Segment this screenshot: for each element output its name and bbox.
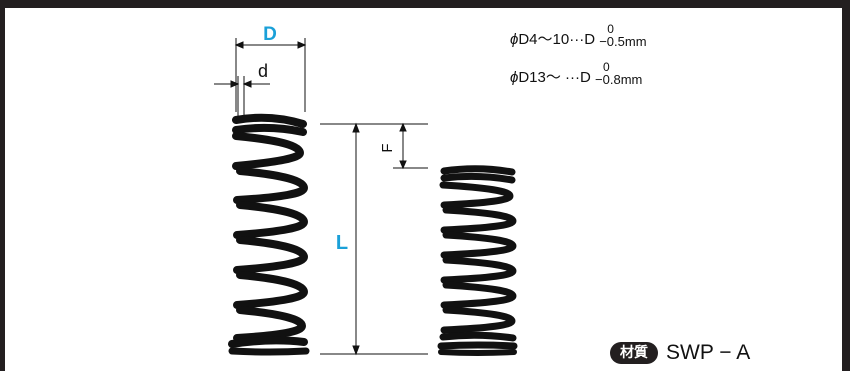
tolerance-range: D13〜 ···D — [518, 69, 591, 86]
compressed-spring — [437, 165, 518, 356]
tolerance-note-1: ϕD4〜10···D 0 −0.5mm — [510, 22, 647, 50]
tolerance-range: D4〜10···D — [518, 31, 596, 48]
deflection-dimension — [393, 122, 428, 170]
lower-limit: −0.5mm — [599, 34, 647, 50]
material-badge: 材質 — [610, 342, 658, 364]
free-spring — [228, 113, 310, 356]
tolerance-limits: 0 −0.5mm — [599, 22, 646, 50]
deflection-label: F — [379, 143, 396, 152]
tolerance-limits: 0 −0.8mm — [595, 60, 642, 88]
wire-diameter-dimension — [214, 76, 270, 116]
phi-symbol: ϕ — [510, 31, 519, 48]
material-spec: 材質 SWP − A — [610, 340, 750, 366]
upper-limit: 0 — [603, 60, 610, 75]
outer-diameter-dimension — [234, 38, 307, 112]
upper-limit: 0 — [607, 22, 614, 37]
wire-diameter-label: d — [258, 61, 268, 81]
free-length-label: L — [336, 232, 348, 254]
phi-symbol: ϕ — [510, 69, 519, 86]
outer-diameter-label: D — [263, 24, 277, 45]
lower-limit: −0.8mm — [595, 72, 643, 88]
material-value: SWP − A — [666, 341, 751, 364]
tolerance-note-2: ϕD13〜 ···D 0 −0.8mm — [510, 60, 642, 88]
free-length-dimension — [320, 122, 428, 356]
